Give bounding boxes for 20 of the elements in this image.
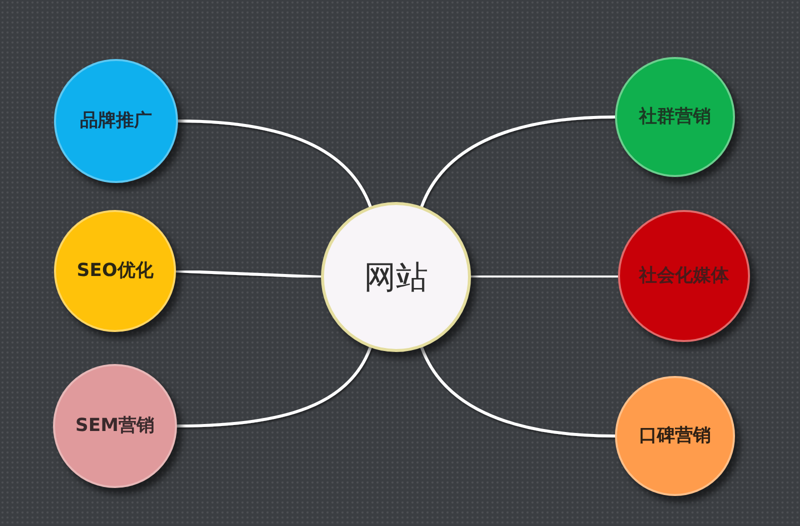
circle-node	[54, 59, 178, 183]
node-label: SEO优化	[76, 260, 154, 282]
circle-node	[54, 210, 176, 332]
circle-node	[618, 210, 750, 342]
connector-line	[420, 346, 616, 438]
circle-node	[615, 376, 735, 496]
node-label: 社群营销	[639, 106, 711, 128]
circle-node	[615, 57, 735, 177]
connector-line	[470, 274, 620, 278]
circle-node	[321, 202, 471, 352]
connector-line	[176, 120, 372, 208]
node-label: 口碑营销	[639, 425, 711, 447]
node-label: 网站	[364, 258, 428, 296]
connector-line	[420, 116, 616, 208]
node-label: 品牌推广	[80, 110, 152, 132]
node-label: SEM营销	[75, 415, 155, 437]
connector-line	[174, 270, 322, 278]
node-label: 社会化媒体	[639, 265, 729, 287]
connector-line	[176, 346, 372, 428]
circle-node	[53, 364, 177, 488]
